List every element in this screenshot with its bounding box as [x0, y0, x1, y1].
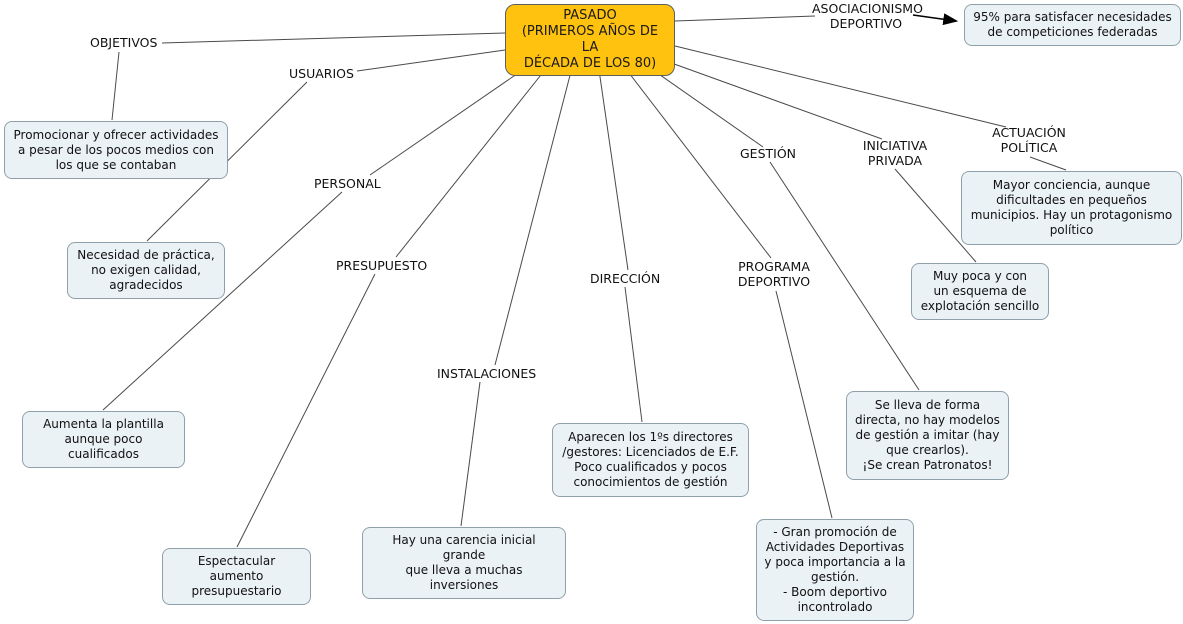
leaf-objetivos: Promocionar y ofrecer actividades a pesa…: [4, 121, 228, 179]
edge-root-programa: [615, 55, 772, 259]
leaf-programa-deportivo: - Gran promoción de Actividades Deportiv…: [756, 519, 914, 621]
branch-label-personal: PERSONAL: [314, 176, 381, 191]
leaf-iniciativa-privada: Muy poca y con un esquema de explotación…: [911, 263, 1049, 320]
edge-asociacionismo-arrow: [912, 13, 959, 26]
leaf-gestion: Se lleva de forma directa, no hay modelo…: [846, 391, 1009, 480]
branch-label-presupuesto: PRESUPUESTO: [336, 258, 428, 273]
edge-actuacion-leaf: [1029, 156, 1067, 171]
edge-root-usuarios: [356, 49, 506, 72]
leaf-instalaciones: Hay una carencia inicial grande que llev…: [362, 527, 566, 599]
edge-instalaciones-leaf: [460, 381, 481, 527]
edge-root-direccion: [596, 55, 629, 271]
edge-root-actuacion: [674, 45, 1007, 128]
branch-label-iniciativa-privada: INICIATIVA PRIVADA: [862, 138, 928, 168]
branch-label-gestion: GESTIÓN: [740, 146, 797, 161]
leaf-presupuesto: Espectacular aumento presupuestario: [162, 548, 311, 605]
edge-objetivos-leaf: [111, 51, 120, 121]
edge-root-instalaciones: [494, 55, 576, 366]
edge-gestion-leaf: [769, 161, 920, 391]
edge-programa-leaf: [775, 290, 833, 519]
edge-presupuesto-leaf: [236, 273, 376, 548]
branch-label-usuarios: USUARIOS: [289, 66, 354, 81]
leaf-personal: Aumenta la plantilla aunque poco cualifi…: [22, 411, 185, 468]
edge-root-asociacionismo: [674, 15, 816, 22]
edge-personal-leaf: [102, 191, 343, 411]
edge-root-presupuesto: [395, 55, 557, 258]
branch-label-direccion: DIRECCIÓN: [590, 271, 661, 286]
edge-iniciativa-leaf: [894, 168, 977, 263]
leaf-actuacion-politica: Mayor conciencia, aunque dificultades en…: [961, 171, 1182, 245]
leaf-asociacionismo-deportivo: 95% para satisfacer necesidades de compe…: [964, 4, 1181, 46]
edge-root-iniciativa: [651, 55, 883, 140]
branch-label-instalaciones: INSTALACIONES: [437, 366, 537, 381]
branch-label-programa-deportivo: PROGRAMA DEPORTIVO: [737, 259, 811, 289]
leaf-direccion: Aparecen los 1ºs directores /gestores: L…: [552, 423, 749, 497]
branch-label-actuacion-politica: ACTUACIÓN POLÍTICA: [992, 125, 1066, 155]
branch-label-objetivos: OBJETIVOS: [90, 35, 158, 50]
leaf-usuarios: Necesidad de práctica, no exigen calidad…: [67, 242, 225, 299]
branch-label-asociacionismo-deportivo: ASOCIACIONISMO DEPORTIVO: [812, 1, 923, 31]
edge-root-objetivos: [161, 32, 506, 44]
node-pasado: PASADO (PRIMEROS AÑOS DE LA DÉCADA DE LO…: [505, 4, 675, 76]
edge-direccion-leaf: [624, 286, 643, 423]
